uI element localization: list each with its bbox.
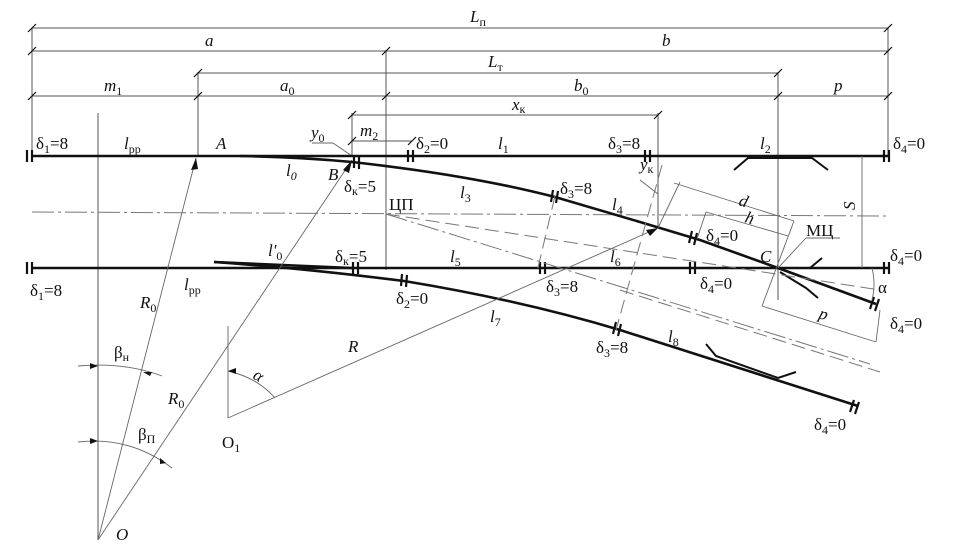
label-alpha-o1: α xyxy=(250,365,268,386)
label-d2-bottom: δ2=0 xyxy=(396,289,428,311)
label-d1-bottom: δ1=8 xyxy=(30,281,62,303)
label-alpha-frog: α xyxy=(878,278,887,297)
label-l5: l5 xyxy=(450,247,461,269)
label-S: S xyxy=(840,201,859,210)
guard-rail-bottom xyxy=(705,343,797,380)
label-dk-top: δк=5 xyxy=(344,177,376,198)
label-point-B: B xyxy=(328,165,339,184)
label-Lp: Lп xyxy=(469,7,486,29)
label-d3-mid: δ3=8 xyxy=(560,179,592,201)
label-R: R xyxy=(347,337,359,356)
label-d4-diag: δ4=0 xyxy=(890,314,922,336)
rails xyxy=(32,154,888,408)
wing-rail-right xyxy=(778,257,823,269)
label-l1: l1 xyxy=(498,134,509,156)
label-d4-mid: δ4=0 xyxy=(706,226,738,248)
label-Lt: Lт xyxy=(487,52,503,74)
label-CP: ЦП xyxy=(389,195,414,214)
wing-rail-left xyxy=(779,271,819,299)
label-d4-top: δ4=0 xyxy=(893,134,925,156)
label-a0: a0 xyxy=(280,76,295,98)
label-l0: l0 xyxy=(286,161,297,183)
label-dk-bottom: δк=5 xyxy=(335,247,367,268)
label-b: b xyxy=(662,31,671,50)
label-lpp-bottom: lрр xyxy=(184,275,201,297)
rail-joints xyxy=(25,150,891,415)
dimension-lines xyxy=(27,23,893,540)
label-l6: l6 xyxy=(610,247,621,269)
label-d1-top: δ1=8 xyxy=(36,134,68,156)
track-axis xyxy=(31,211,889,217)
label-m1: m1 xyxy=(104,76,122,98)
label-d4-end: δ4=0 xyxy=(814,415,846,437)
label-l0-prime: l'0 xyxy=(268,241,282,263)
label-R0-a: R0 xyxy=(139,293,156,315)
label-p-diag: p xyxy=(816,303,831,324)
label-l3: l3 xyxy=(460,183,471,205)
label-d3-bottom: δ3=8 xyxy=(596,338,628,360)
label-xk: xк xyxy=(511,95,526,116)
label-O1: O1 xyxy=(222,433,240,455)
label-d4-right: δ4=0 xyxy=(890,246,922,268)
label-MC: МЦ xyxy=(806,221,833,240)
label-beta-n: βн xyxy=(114,343,130,364)
label-point-C: C xyxy=(760,247,772,266)
label-l8: l8 xyxy=(668,327,679,349)
label-lpp-top: lрр xyxy=(124,134,141,156)
label-d3-top: δ3=8 xyxy=(608,134,640,156)
label-d4-lower: δ4=0 xyxy=(700,274,732,296)
label-point-A: A xyxy=(215,134,227,153)
label-p-top: p xyxy=(833,76,843,95)
label-yk: yк xyxy=(638,155,654,176)
label-l2: l2 xyxy=(760,134,771,156)
label-a: a xyxy=(205,31,214,50)
label-beta-p: βП xyxy=(138,425,156,446)
label-m2: m2 xyxy=(360,121,378,143)
label-R0-b: R0 xyxy=(167,389,184,411)
label-point-O: O xyxy=(116,525,128,544)
label-y0: y0 xyxy=(309,123,325,145)
label-d2-top: δ2=0 xyxy=(416,134,448,156)
construction-lines xyxy=(77,156,881,541)
label-d3-lower: δ3=8 xyxy=(546,277,578,299)
label-l4: l4 xyxy=(612,195,623,217)
rail-curve-inner xyxy=(239,154,877,306)
label-b0: b0 xyxy=(574,76,589,98)
rail-curve-outer xyxy=(213,260,859,408)
label-l7: l7 xyxy=(490,307,501,329)
guard-rail-top xyxy=(733,157,829,171)
